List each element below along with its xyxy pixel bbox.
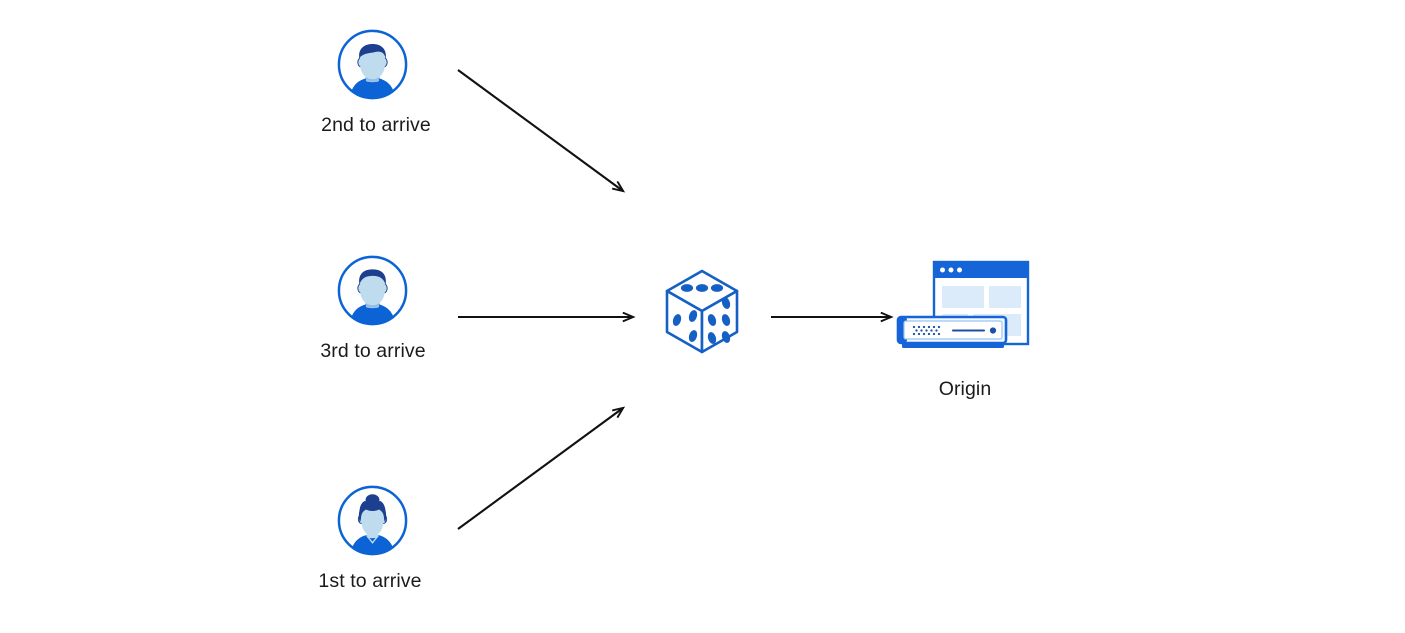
browser-window-icon: [932, 260, 1030, 346]
dice-icon: [665, 269, 739, 354]
user-avatar-male-short-hair-icon: [337, 255, 408, 326]
label-user-1st: 1st to arrive: [318, 570, 422, 592]
label-user-3rd: 3rd to arrive: [320, 340, 426, 362]
origin-server-browser-icon: [896, 260, 1030, 348]
user-avatar-female-bun-icon: [337, 485, 408, 556]
label-origin: Origin: [938, 378, 992, 400]
server-device-icon: [896, 315, 1008, 348]
edge-1st-to-dice: [457, 408, 623, 530]
user-avatar-male-short-hair-icon: [337, 29, 408, 100]
label-user-2nd: 2nd to arrive: [321, 114, 431, 136]
